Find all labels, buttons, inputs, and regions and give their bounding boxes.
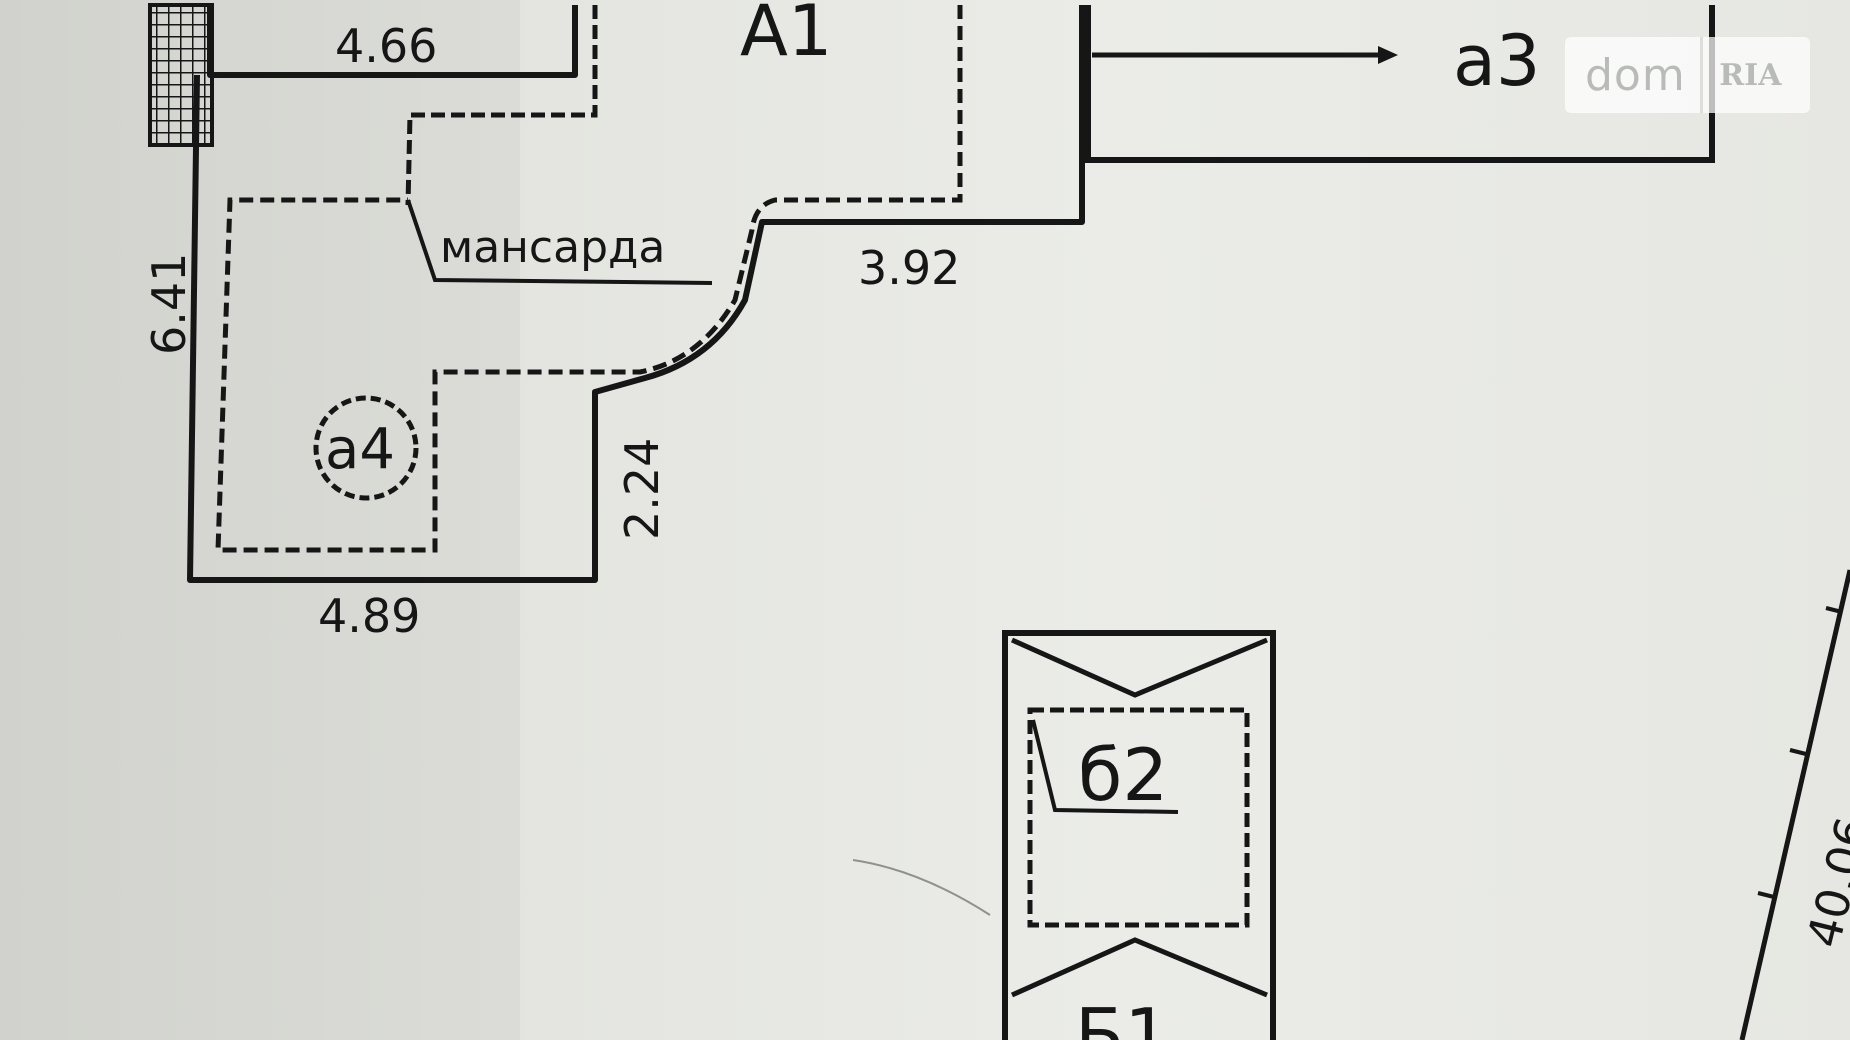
- room-label-a3: а3: [1453, 20, 1540, 102]
- watermark-badge: RIA: [1699, 37, 1798, 113]
- hatched-column: [148, 3, 214, 147]
- watermark-brand: dom: [1585, 49, 1686, 101]
- room-label-b1: Б1: [1075, 993, 1170, 1040]
- outline-inner-a1: [405, 5, 598, 206]
- room-label-b2: б2: [1078, 733, 1168, 817]
- mansarda-boundary: [215, 5, 963, 553]
- dimension-2-24: 2.24: [615, 438, 669, 540]
- b-block-bottom-chevron: [1010, 937, 1268, 998]
- watermark: dom RIA: [1565, 37, 1810, 113]
- a4-circle: [313, 395, 419, 501]
- b2-dashed-room: [1027, 707, 1250, 928]
- b-block-top-chevron: [1010, 637, 1268, 698]
- room-label-a1: А1: [740, 0, 832, 72]
- dimension-4-66: 4.66: [335, 19, 437, 73]
- dimension-40-06: 40.06: [1796, 812, 1850, 953]
- room-label-mansarda: мансарда: [440, 222, 665, 273]
- mansarda-leader: [406, 199, 713, 285]
- dimension-3-92: 3.92: [858, 241, 960, 295]
- arrow-a3-head: [1378, 46, 1398, 64]
- b2-label-underline: [1031, 719, 1179, 814]
- paper-shadow: [0, 0, 520, 1040]
- dimension-6-41: 6.41: [142, 253, 196, 355]
- room-label-a4: а4: [325, 417, 395, 482]
- outline-main: [187, 5, 1085, 583]
- outline-b-block: [1002, 630, 1276, 1040]
- pencil-mark: [852, 859, 991, 916]
- site-boundary-ticks: [1757, 606, 1843, 899]
- dimension-4-89: 4.89: [318, 589, 420, 643]
- watermark-badge-text: RIA: [1719, 57, 1782, 93]
- site-boundary-line: [1739, 569, 1850, 1040]
